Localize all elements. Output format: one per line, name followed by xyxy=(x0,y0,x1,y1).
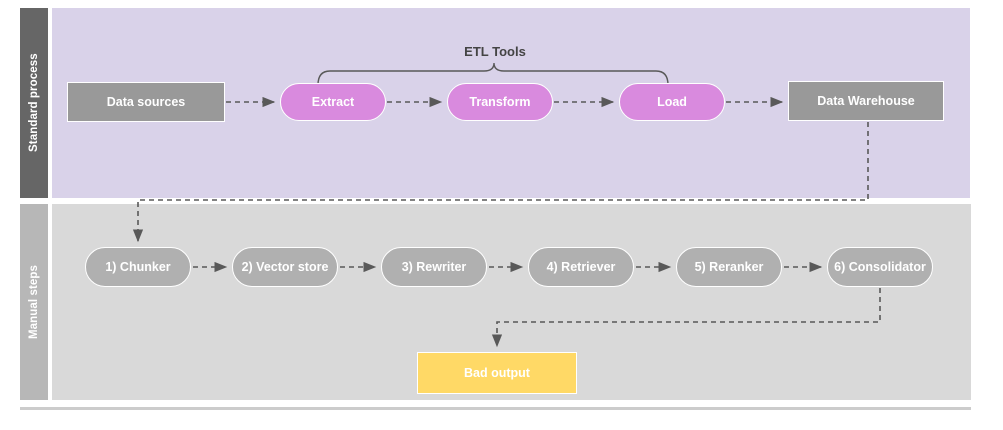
node-data-warehouse[interactable]: Data Warehouse xyxy=(788,81,944,121)
lane-manual-steps-label: Manual steps xyxy=(20,204,48,400)
node-transform[interactable]: Transform xyxy=(447,83,553,121)
node-consolidator[interactable]: 6) Consolidator xyxy=(827,247,933,287)
lane-standard-process-label: Standard process xyxy=(20,8,48,198)
node-load[interactable]: Load xyxy=(619,83,725,121)
node-reranker[interactable]: 5) Reranker xyxy=(676,247,782,287)
node-extract[interactable]: Extract xyxy=(280,83,386,121)
node-rewriter[interactable]: 3) Rewriter xyxy=(381,247,487,287)
node-data-sources[interactable]: Data sources xyxy=(67,82,225,122)
bottom-divider xyxy=(20,407,971,410)
node-bad-output[interactable]: Bad output xyxy=(417,352,577,394)
node-chunker[interactable]: 1) Chunker xyxy=(85,247,191,287)
node-retriever[interactable]: 4) Retriever xyxy=(528,247,634,287)
etl-tools-label: ETL Tools xyxy=(464,44,526,59)
node-vector-store[interactable]: 2) Vector store xyxy=(232,247,338,287)
